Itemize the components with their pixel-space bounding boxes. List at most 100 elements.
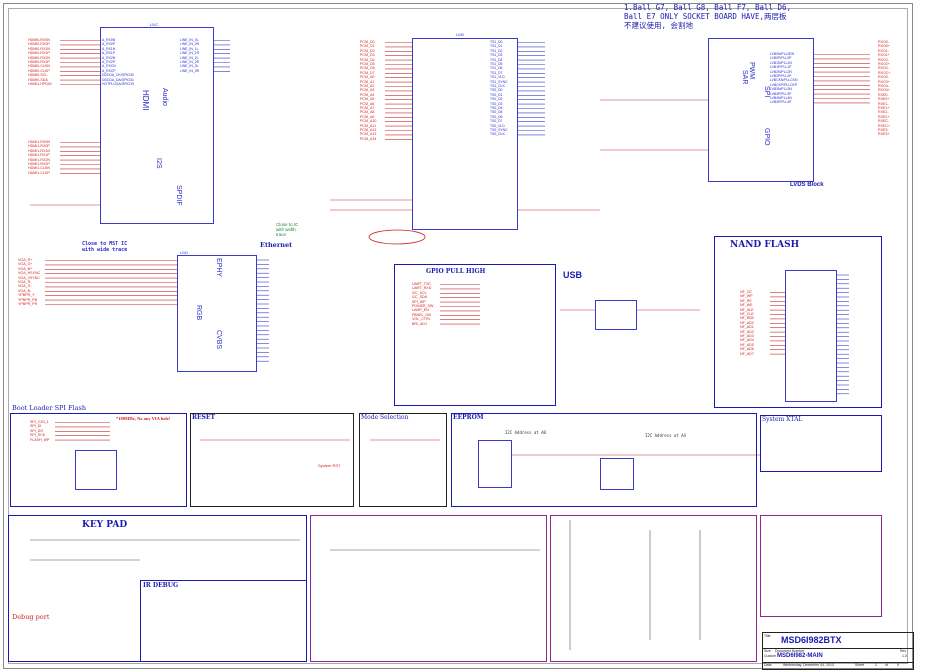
chip-pin-label: LVB2P/PLL2P [770, 74, 792, 78]
hdmi-net-label: HDMI1-RX2P [28, 162, 50, 166]
doc-number: MSD6I982-MAIN [777, 653, 823, 659]
pcm-net-label: PCM_D7 [360, 70, 375, 75]
chip-pin-label: LVB0N/PLL0EN [770, 52, 795, 56]
hdmi-net-label: HDMI0-CLKN [28, 64, 50, 69]
spi-net-label: FLASH_WP [30, 437, 50, 442]
chip-pin-label: TS0_D3 [490, 101, 503, 106]
gpio-net-label: I2C_SCL [412, 290, 427, 295]
nand-net-label: NF_AD2 [740, 329, 754, 334]
gpio-net-label: VOL_CTRL [412, 317, 431, 322]
chip-pin-label: TS1_SYNC [490, 79, 508, 84]
chip-pin-label: TS0_D1 [490, 92, 503, 97]
chip-u1c-hdmi-audio [100, 27, 214, 224]
chip-pin-label: TS0_SYNC [490, 128, 508, 132]
eeprom-block [451, 413, 757, 507]
pcm-net-label: PCM_A2 [360, 84, 375, 88]
gpio-net-label: LAMP_EN [412, 308, 429, 313]
reset-block [190, 413, 354, 507]
chip-ref: U1B [456, 32, 464, 37]
lvds-net-label: RXO0+ [878, 44, 890, 49]
lvds-net-label: RXO4+ [878, 88, 890, 93]
chip-pin-label: A_RX2P [102, 60, 116, 64]
chip-pin-label: LVB4N/PLL4N [770, 96, 792, 100]
nand-net-label: NF_ALE [740, 307, 754, 312]
spi-net-label: SPI_DO [30, 428, 44, 433]
lvds-net-label: RXO0- [878, 40, 889, 44]
pcm-net-label: PCM_D3 [360, 53, 375, 58]
nand-flash-block [714, 236, 882, 408]
lvds-net-label: RXO3- [878, 75, 889, 80]
chip-pin-label: TS1_D4 [490, 57, 503, 62]
border-outer [3, 3, 913, 669]
gpio-net-label: I2C_SDA [412, 295, 427, 300]
sheet-label: Sheet [855, 663, 865, 667]
lvds-net-label: RXE1- [878, 101, 889, 106]
rev-label: Rev [900, 649, 907, 653]
spi-net-label: SPI_CZ0_1 [30, 420, 49, 424]
chip-pin-label: HOTPLUGA/GPIO19 [102, 82, 134, 86]
chip-pin-label: TS1_D7 [490, 70, 503, 75]
gpio-net-label: UART_RXD [412, 286, 432, 291]
note-line: Close to MST IC [82, 241, 128, 247]
chip-pin-label: TS1_D6 [490, 66, 503, 71]
key-pad-title: KEY PAD [82, 520, 128, 530]
pcm-net-label: PCM_D6 [360, 66, 375, 71]
chip-pin-label: DDCDA_DA/GPIO31 [102, 77, 134, 82]
vga-net-label: VGA_G+ [18, 262, 33, 267]
lvds-net-label: RXE2- [878, 110, 889, 115]
lvds-net-label: RXE3+ [878, 132, 890, 137]
vga-net-label: VGA_B- [18, 288, 32, 293]
title-label: Title [764, 634, 771, 638]
boot-loader-block [10, 413, 187, 507]
nand-net-label: NF_RE [740, 298, 752, 303]
date-label: Date: [764, 663, 773, 667]
of-value: 9 [897, 663, 899, 667]
nand-net-label: NF_AD4 [740, 338, 754, 343]
lvds-net-label: RXO1- [878, 48, 889, 53]
hdmi-net-label: HDMI1-RX1P [28, 153, 50, 158]
nand-net-label: NF_AD1 [740, 325, 754, 330]
system-xtal-title: System XTAL [762, 416, 803, 423]
reset-title: RESET [192, 414, 215, 421]
gpio-net-label: UART_TXD [412, 282, 431, 286]
pcm-net-label: PCM_A3 [360, 88, 375, 93]
i2c-a4-note: I2C Address at A4 [645, 433, 686, 438]
chip-pin-label: LVB0P/PLL0P [770, 56, 792, 61]
transistor-block [550, 515, 757, 662]
chip-pin-label: TS0_D4 [490, 106, 503, 110]
chip-pin-label: TS0_VLD [490, 123, 505, 128]
chip-pin-label: LINE_IN_2R [180, 60, 200, 64]
chip-pin-label: LINE_IN_3R [180, 68, 200, 73]
lvds-net-label: RXO2+ [878, 62, 890, 66]
chip-pin-label: TS1_VLD [490, 75, 505, 80]
chip-pin-label: TS1_D0 [490, 40, 503, 44]
pcm-net-label: PCM_A4 [360, 92, 375, 97]
hdmi-net-label: HDMI1-RX0P [28, 144, 50, 149]
pcm-net-label: PCM_A1 [360, 79, 375, 84]
gpio-net-label: PANEL_ON [412, 312, 431, 317]
chip-pin-label: LINE_IN_2L [180, 55, 199, 60]
system-rst-net: System RST [318, 463, 341, 468]
size-label: Size [764, 649, 771, 653]
hdmi-net-label: HDMI1-CLKP [28, 170, 50, 175]
chip-pin-label: A_RX2N [102, 55, 116, 60]
chip-pin-label: LINE_IN_3L [180, 64, 199, 69]
chip-pin-label: LVB1P/PLL1P [770, 65, 792, 70]
chip-eeprom-u2 [478, 440, 512, 488]
chip-pin-label: LINE_IN_1L [180, 46, 199, 51]
sheet-value: 2 [875, 663, 877, 667]
chip-pin-label: LVBCKN/PLLCKN [770, 78, 798, 83]
hdmi-net-label: HDMI0-RX1P [28, 51, 50, 56]
chip-eeprom-u3 [600, 458, 634, 490]
chip-pin-label: TS0_D6 [490, 114, 503, 119]
reset-ic-block [760, 515, 882, 617]
i2c-a0-note: I2C Address at A0 [505, 430, 546, 435]
of-label: of [885, 663, 888, 667]
chip-pin-label: LINE_IN_1R [180, 51, 200, 56]
date-value: Wednesday, December 04, 2013 [783, 663, 834, 667]
chip-pin-label: TS1_D1 [490, 44, 503, 49]
chip-pin-label: LVBCKP/PLLCKP [770, 82, 798, 87]
vga-net-label: YPBPR_PB [18, 297, 37, 302]
